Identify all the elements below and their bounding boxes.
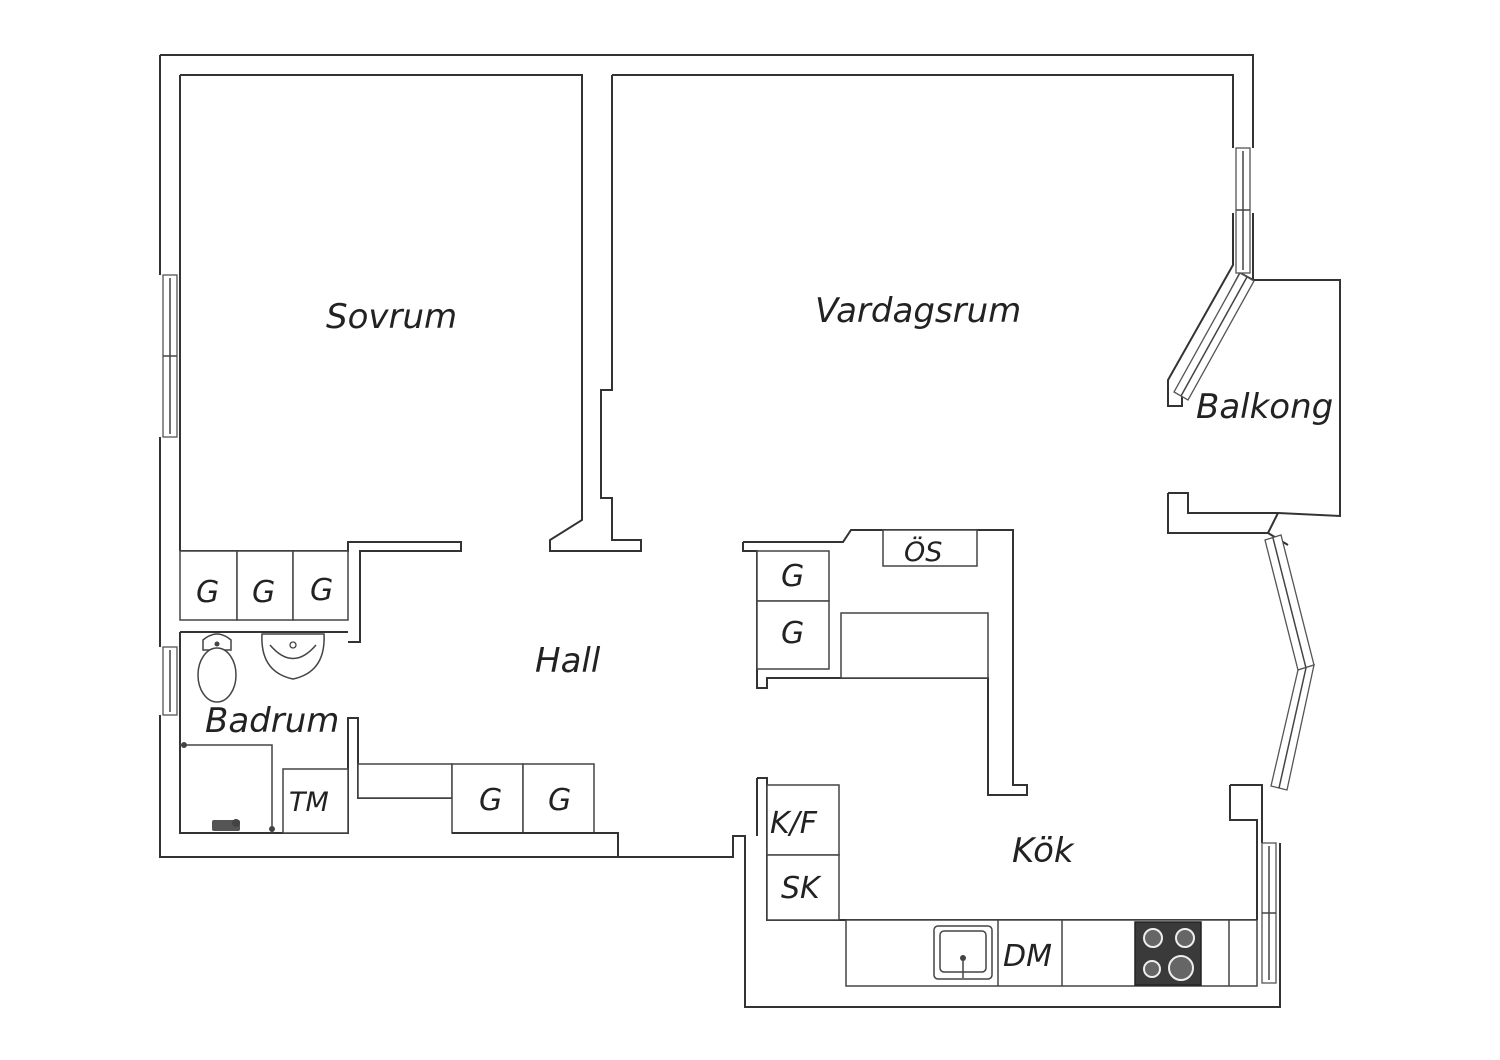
kyl-frys-label: K/F: [770, 806, 818, 841]
wardrobe-sovrum-3: G: [310, 573, 333, 608]
stadskap-label: SK: [781, 871, 822, 906]
wardrobe-sovrum-1: G: [196, 575, 219, 610]
room-label-balkong: Balkong: [1196, 387, 1333, 427]
sink-icon: [261, 633, 325, 680]
wardrobe-hall-1: G: [479, 783, 502, 818]
sovrum-walls: [179, 74, 1234, 643]
sovrum-wardrobes: G G G: [179, 550, 349, 621]
wardrobe-hall-2: G: [548, 783, 571, 818]
shower-icon: [181, 742, 275, 832]
center-block: G G ÖS: [742, 529, 1028, 796]
wardrobe-center-1: G: [781, 559, 804, 594]
hall-wardrobes-bottom: G G: [357, 763, 619, 857]
overskap-label: ÖS: [904, 536, 942, 568]
wardrobe-sovrum-2: G: [252, 575, 275, 610]
room-label-vardagsrum: Vardagsrum: [815, 291, 1021, 331]
washing-machine-label: TM: [289, 787, 329, 818]
room-label-kok: Kök: [1012, 831, 1075, 871]
room-label-hall: Hall: [535, 641, 601, 681]
room-label-sovrum: Sovrum: [326, 297, 457, 337]
diskmaskin-label: DM: [1003, 939, 1052, 974]
toilet-icon: [197, 633, 237, 703]
room-label-badrum: Badrum: [205, 701, 339, 741]
badrum-walls: TM: [179, 631, 452, 834]
stove-icon: [1134, 921, 1202, 986]
outer-walls: [159, 54, 1341, 1008]
right-walls: [1167, 213, 1289, 983]
wardrobe-center-2: G: [781, 616, 804, 651]
windows: [162, 147, 1315, 984]
kitchen-sink-icon: [933, 925, 993, 980]
